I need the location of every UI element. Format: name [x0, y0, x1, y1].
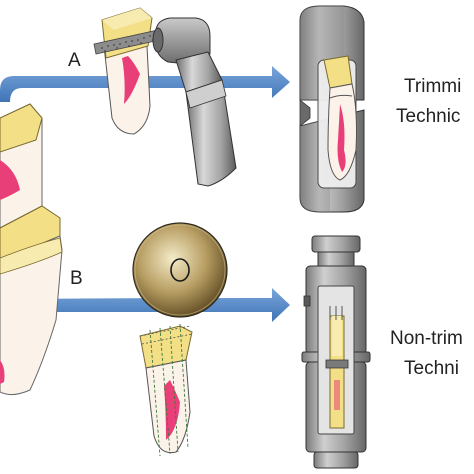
nontrimming-technique-label-line1: Non-trim — [390, 328, 463, 349]
large-tooth-icon — [0, 103, 63, 396]
handpiece-icon — [152, 17, 237, 187]
tooth-specimen-icon — [93, 7, 161, 135]
panel-b-label: B — [70, 268, 83, 289]
tooth-specimen-icon — [139, 323, 193, 457]
diamond-disc-icon — [132, 222, 228, 318]
nontrimmed-specimen-in-jig-icon — [301, 235, 371, 469]
trimming-technique-label-line2: Technic — [396, 106, 460, 127]
transfer-arrow-icon — [0, 288, 290, 322]
trimmed-specimen-in-jig-icon — [299, 5, 365, 213]
nontrimming-technique-label-line2: Techni — [404, 358, 459, 379]
panel-a-label: A — [68, 50, 81, 71]
trimming-technique-label-line1: Trimmi — [404, 76, 461, 97]
